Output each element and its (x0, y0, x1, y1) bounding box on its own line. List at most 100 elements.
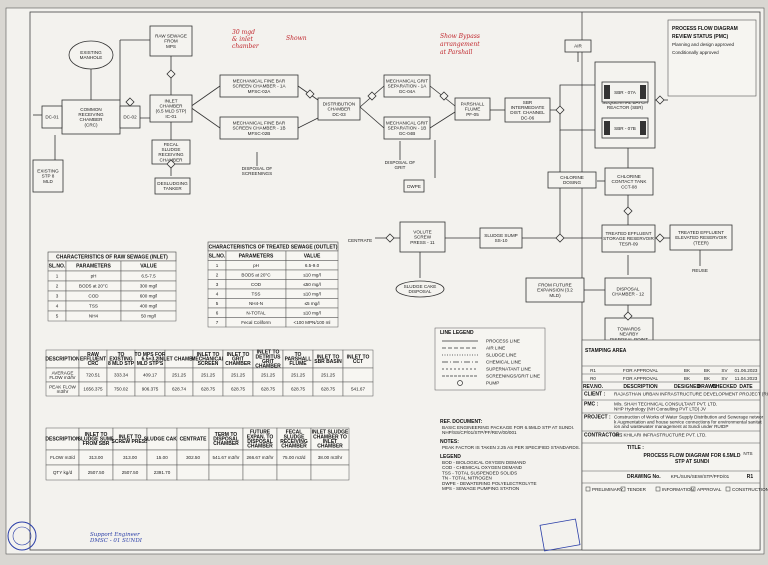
title-block-value: M/s. SHAH TECHNICAL CONSULTANT PVT. LTD. (614, 402, 717, 407)
table-cell: DETRITUS (256, 354, 282, 360)
box-label: CHLORINE (560, 175, 584, 180)
box-label: TREATED EFFLUENT (678, 230, 724, 235)
table-cell: SCREW PRESS (112, 439, 150, 445)
box-label: STORAGE RESERVOIR (603, 236, 654, 241)
box-label: RECEIVING (158, 152, 184, 157)
table-cell: CHAMBER (225, 361, 251, 367)
abbrev-legend-line: DWPE - DEWATERING POLYELECTROLYTE (442, 481, 537, 486)
table-cell: 541.67 (351, 387, 365, 392)
table-cell: CHAMBER (255, 364, 281, 370)
box-label: DOSING (563, 180, 582, 185)
title-block-label: CLIENT : (584, 392, 605, 398)
box-label: MFSC-02B (248, 131, 271, 136)
table-cell: 6 (216, 310, 219, 315)
box-label: SS-10 (495, 238, 508, 243)
table-cell: CCT (353, 359, 363, 365)
box-label: SBR - 07A (614, 90, 637, 95)
table-cell: 3 (216, 282, 219, 287)
table-cell: 600 mg/l (140, 294, 158, 299)
box-label: NEARBY (620, 332, 639, 337)
revision-cell: 01.06.2023 (735, 368, 758, 373)
table-cell: 628.75 (291, 387, 305, 392)
table-cell: pH (91, 274, 97, 279)
table-title: CHARACTERISTICS OF TREATED SEWAGE (OUTLE… (209, 245, 338, 251)
revision-cell: BK (684, 376, 691, 381)
box-label: RAW SEWAGE (155, 33, 187, 38)
box-label: COMMON (80, 107, 101, 112)
revision-cell: CHECKED (712, 384, 737, 390)
table-cell: 2 (216, 272, 219, 277)
disposal-screenings-label: DISPOSAL OF (242, 166, 273, 171)
table-cell: 628.75 (201, 387, 215, 392)
title-block-label: CONTRACTOR : (584, 433, 623, 439)
review-stamp-line: REVIEW STATUS (PMC) (672, 34, 729, 40)
box-label: ELEVATED RESERVOIR (675, 235, 727, 240)
title-block-value: M/S KHILARI INFRASTRUCTURE PVT. LTD. (614, 433, 707, 438)
box-label: MECHANICAL FINE BAR (233, 120, 286, 125)
box-label: DC-02 (123, 115, 137, 120)
table-cell: TO (295, 352, 302, 358)
abbrev-legend-title: LEGEND (440, 454, 461, 460)
table-cell: NH4-N (249, 301, 263, 306)
red-note-bypass: at Parshall (440, 49, 473, 56)
revision-cell: DRAWN (698, 384, 717, 390)
box-label: DISPOSAL POINT (610, 337, 648, 342)
stamp-option: PRELIMINARY (592, 487, 623, 492)
legend-title: LINE LEGEND (440, 330, 474, 336)
box-label: SEPARATION - 1A (388, 84, 428, 89)
legend-item: PROCESS LINE (486, 339, 520, 344)
table-cell: 1656.375 (83, 387, 103, 392)
box-label: FECAL (164, 142, 179, 147)
stamping-area: STAMPING AREA (585, 348, 627, 354)
table-cell: FUTURE (250, 430, 271, 436)
table-cell: 266.67 m3/hr (246, 455, 274, 460)
table-cell: RECEIVING (280, 439, 308, 445)
table-cell: 628.74 (172, 387, 186, 392)
box-label: MANHOLE (80, 55, 103, 60)
title-block-value: RAJASTHAN URBAN INFRASTRUCTURE DEVELOPME… (614, 392, 768, 397)
box-label: DISPOSAL (617, 287, 640, 292)
table-cell: VALUE (304, 253, 321, 259)
box-label: EXISTING (80, 50, 102, 55)
stamp-option: INFORMATION (662, 487, 694, 492)
abbrev-legend-line: TSS - TOTAL SUSPENDED SOLIDS (442, 470, 517, 475)
revision-cell: BK (704, 368, 711, 373)
box-label: DISTRIBUTION (323, 101, 355, 106)
table-cell: INLET TO (317, 354, 340, 360)
box-label: SCREEN CHAMBER - 1A (232, 84, 286, 89)
table-cell: 251.25 (172, 373, 186, 378)
table-cell: 906.375 (142, 387, 159, 392)
table-cell: <100 MPN/100 ml (294, 320, 331, 325)
box-label: CHAMBER (328, 107, 352, 112)
drawing-title: PROCESS FLOW DIAGRAM FOR 6.5MLD (644, 453, 741, 459)
box-label: MPS (166, 44, 176, 49)
table-cell: COD (88, 294, 99, 299)
drawing-no-value: KPL/SUN/SEW/STP/PFD/01 (671, 474, 730, 479)
table-cell: NH4 (89, 314, 99, 319)
title-block-label: PROJECT : (584, 415, 611, 421)
stamp-option: CONSTRUCTION (732, 487, 768, 492)
box-label: REACTOR (SBR) (607, 105, 644, 110)
abbrev-legend-line: TN - TOTAL NITROGEN (442, 476, 492, 481)
legend-item: SLUDGE LINE (486, 353, 516, 358)
box-label: MECHANICAL FINE BAR (233, 78, 286, 83)
scale-value: NTS (743, 451, 752, 456)
box-label: FROM FUTURE (538, 282, 571, 287)
table-cell: 15.00 (156, 455, 168, 460)
table-cell: 750.02 (114, 387, 128, 392)
table-cell: 2507.50 (122, 470, 139, 475)
table-cell: 251.25 (321, 373, 335, 378)
